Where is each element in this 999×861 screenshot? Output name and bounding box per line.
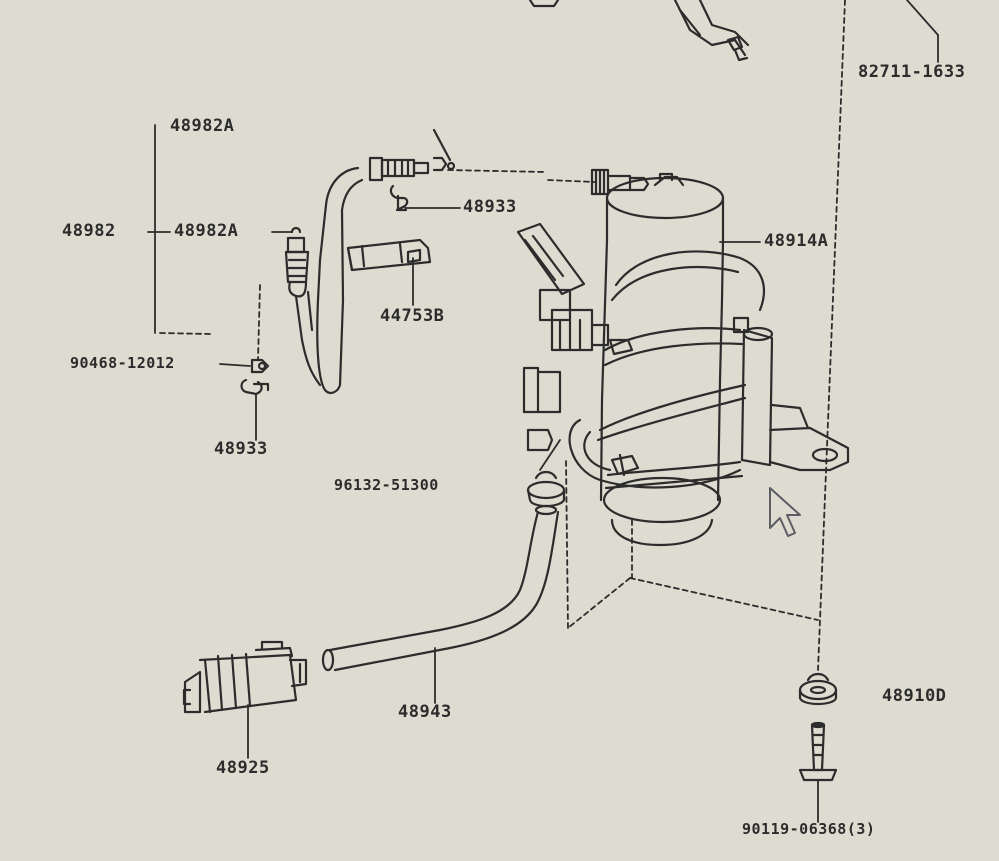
bolt-90119: [798, 721, 838, 782]
label-48910d: 48910D: [882, 686, 947, 706]
label-90119: 90119-06368(3): [742, 820, 876, 838]
valve-48925: [182, 640, 308, 714]
grommet-48910d: [798, 672, 838, 706]
label-82711: 82711-1633: [858, 62, 966, 82]
hose-48943: [321, 504, 560, 672]
label-48943: 48943: [398, 702, 452, 722]
clip-48933-top: [389, 184, 409, 212]
clamp-96132: [526, 470, 566, 508]
canister-48914a: [516, 168, 850, 547]
label-48933-bottom: 48933: [214, 439, 268, 459]
mouse-cursor-icon: [769, 487, 801, 537]
label-90468: 90468-12012: [70, 354, 175, 372]
label-44753b: 44753B: [380, 306, 445, 326]
label-48982a: 48982A: [174, 221, 239, 241]
label-48914a: 48914A: [764, 231, 829, 251]
bracket-44753b: [346, 238, 432, 272]
clip-90468: [240, 358, 270, 396]
upper-bracket-part: [528, 0, 750, 62]
vent-tube-48982a: [284, 166, 364, 394]
label-48982a-top: 48982A: [170, 116, 235, 136]
label-96132: 96132-51300: [334, 476, 439, 494]
leader-lines: [147, 0, 939, 823]
label-48933-top: 48933: [463, 197, 517, 217]
label-48982: 48982: [62, 221, 116, 241]
fitting-top: [368, 128, 456, 182]
label-48925: 48925: [216, 758, 270, 778]
reference-dash-lines: [159, 0, 846, 671]
